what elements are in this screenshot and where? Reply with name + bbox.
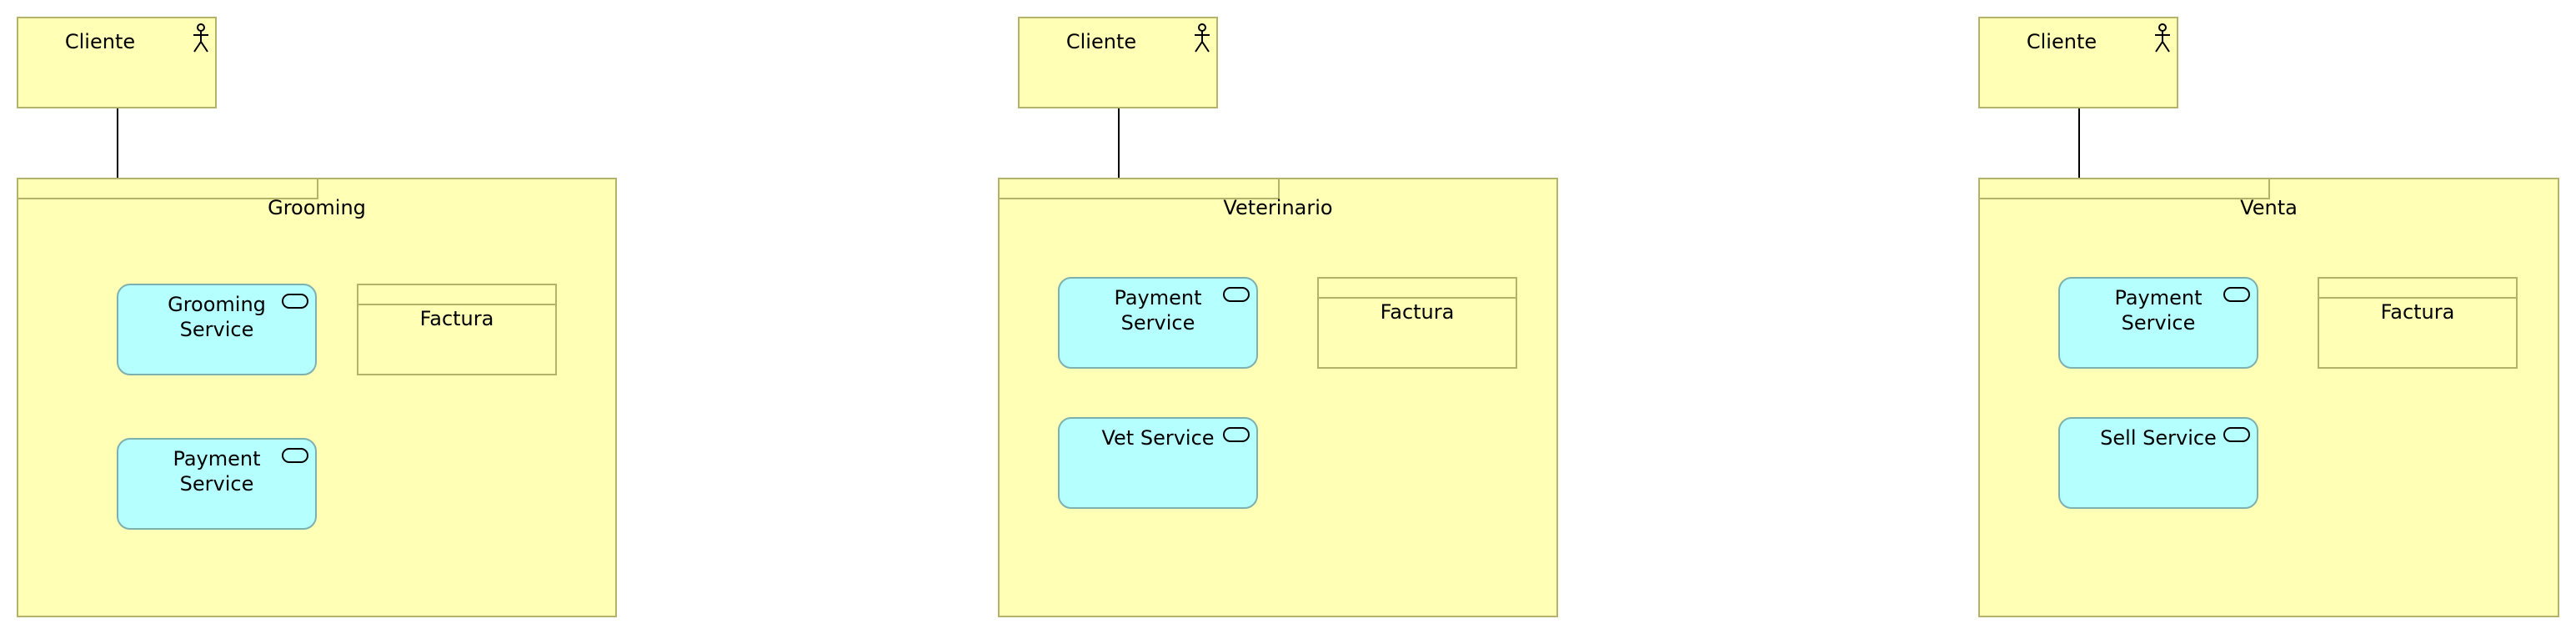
service-vet[interactable]: Vet Service — [1058, 417, 1258, 509]
service-label: Sell Service — [2100, 426, 2217, 450]
product-venta[interactable]: Venta — [1978, 178, 2559, 617]
actor-cliente-venta[interactable]: Cliente — [1978, 17, 2178, 108]
service-label: Payment Service — [2114, 286, 2203, 335]
service-icon — [1223, 287, 1250, 302]
business-object-label: Factura — [2380, 300, 2455, 324]
product-title: Veterinario — [1223, 196, 1333, 219]
actor-icon — [1195, 23, 1210, 53]
service-sell[interactable]: Sell Service — [2058, 417, 2258, 509]
product-tab — [1980, 179, 2270, 199]
product-tab — [1000, 179, 1280, 199]
service-icon — [2223, 427, 2250, 442]
service-label: Payment Service — [173, 447, 261, 496]
actor-icon — [193, 23, 208, 53]
service-icon — [282, 294, 308, 309]
service-label: Vet Service — [1101, 426, 1215, 450]
business-object-factura[interactable]: Factura — [357, 284, 557, 375]
product-title: Venta — [2240, 196, 2298, 219]
business-object-header — [1319, 279, 1516, 299]
service-grooming[interactable]: Grooming Service — [117, 284, 317, 375]
actor-icon — [2155, 23, 2170, 53]
association-line — [1118, 108, 1120, 178]
service-payment[interactable]: Payment Service — [2058, 277, 2258, 369]
product-grooming[interactable]: Grooming — [17, 178, 617, 617]
business-object-header — [358, 285, 555, 305]
product-veterinario[interactable]: Veterinario — [998, 178, 1558, 617]
service-icon — [1223, 427, 1250, 442]
service-payment[interactable]: Payment Service — [1058, 277, 1258, 369]
association-line — [117, 108, 118, 178]
service-payment[interactable]: Payment Service — [117, 438, 317, 530]
actor-label: Cliente — [64, 30, 136, 53]
service-label: Grooming Service — [168, 293, 266, 341]
association-line — [2078, 108, 2080, 178]
business-object-factura[interactable]: Factura — [2318, 277, 2518, 369]
service-icon — [282, 448, 308, 463]
actor-cliente-grooming[interactable]: Cliente — [17, 17, 217, 108]
service-label: Payment Service — [1114, 286, 1202, 335]
service-icon — [2223, 287, 2250, 302]
business-object-label: Factura — [419, 307, 494, 330]
business-object-factura[interactable]: Factura — [1317, 277, 1517, 369]
actor-label: Cliente — [2026, 30, 2097, 53]
business-object-header — [2319, 279, 2516, 299]
product-tab — [18, 179, 318, 199]
actor-label: Cliente — [1065, 30, 1137, 53]
product-title: Grooming — [268, 196, 366, 219]
actor-cliente-veterinario[interactable]: Cliente — [1018, 17, 1218, 108]
business-object-label: Factura — [1380, 300, 1455, 324]
